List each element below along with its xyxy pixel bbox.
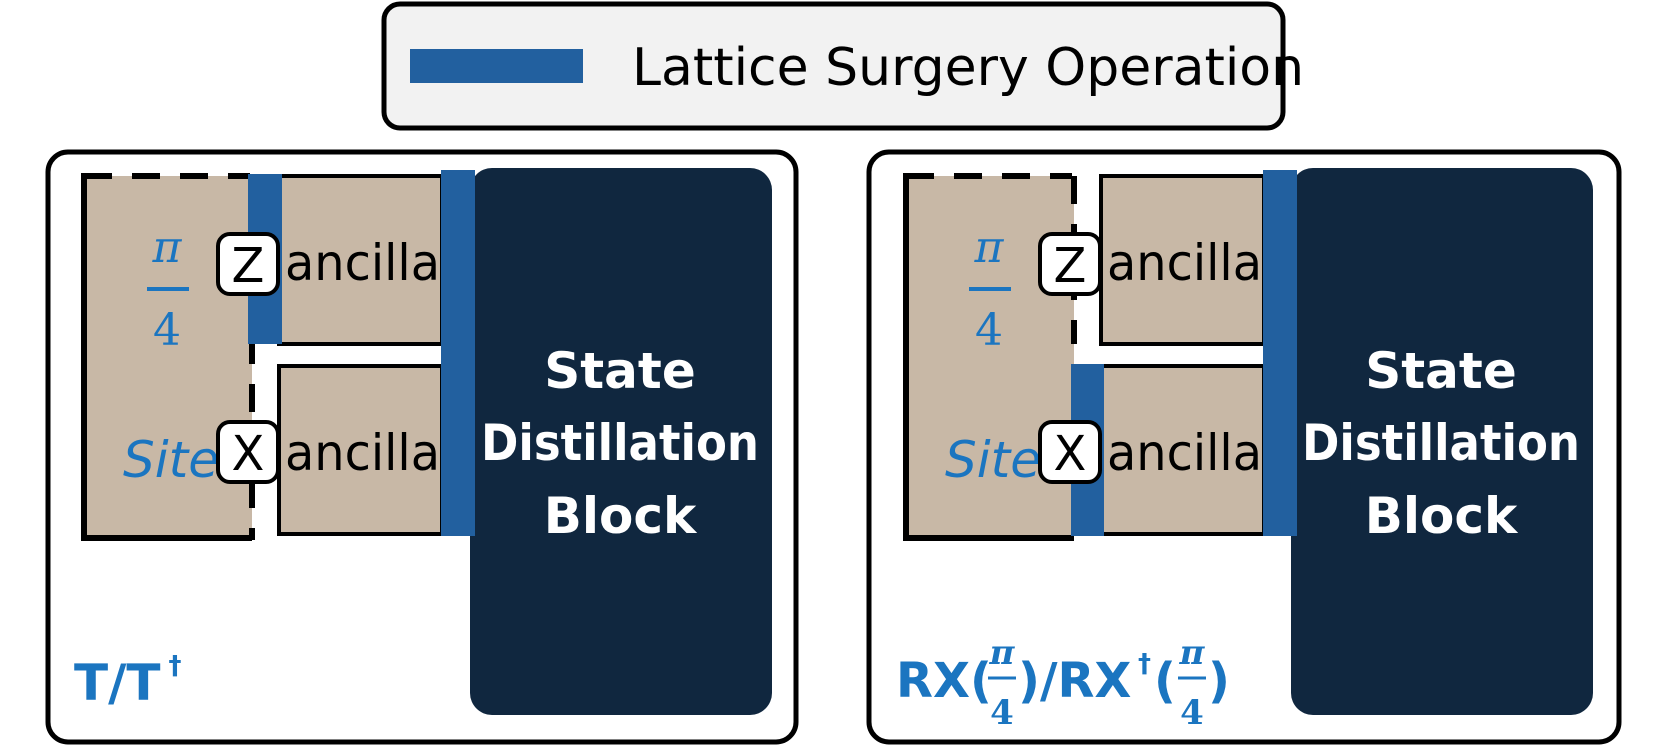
gate-dagger: † (1138, 649, 1151, 679)
x-badge-label: X (1054, 426, 1087, 482)
legend-label: Lattice Surgery Operation (632, 38, 1304, 98)
gate-frac-den-1: 4 (990, 693, 1014, 733)
ancilla-top-label: ancilla (285, 234, 440, 292)
block-line-2: Distillation (481, 414, 759, 472)
gate-frac-den-2: 4 (1180, 693, 1204, 733)
z-badge (216, 232, 280, 296)
state-distillation-block (470, 168, 772, 715)
ancilla-top-label: ancilla (1107, 234, 1262, 292)
z-badge-label: Z (1054, 238, 1087, 294)
site-label: Site (123, 431, 219, 489)
angle-numerator: π (974, 222, 1005, 273)
legend-box (381, 1, 1286, 131)
ancilla-bottom-patch (1099, 364, 1266, 536)
lattice-op-ancilla-block (1263, 170, 1297, 536)
x-badge (216, 420, 280, 484)
block-line-3: Block (544, 487, 698, 545)
gate-mid: )/RX (1018, 653, 1131, 709)
gate-dagger: † (168, 651, 181, 681)
ancilla-bottom-label: ancilla (1107, 424, 1262, 482)
gate-name: T/T (74, 654, 160, 712)
panel-t-gate: π 4 Site ancilla ancilla State Distillat… (45, 149, 799, 745)
gate-label: T/T † (74, 651, 181, 712)
gate-close-paren: ) (1208, 653, 1230, 709)
angle-numerator: π (152, 222, 183, 273)
gate-label: RX( π 4 )/RX † ( π 4 ) (896, 633, 1230, 733)
block-line-1: State (1365, 342, 1516, 400)
x-badge-label: X (232, 426, 265, 482)
site-label: Site (945, 431, 1041, 489)
x-badge (1038, 420, 1102, 484)
state-distillation-block (1291, 168, 1593, 715)
lattice-op-ancilla-block (441, 170, 475, 536)
block-line-1: State (544, 342, 695, 400)
gate-open-paren: ( (1154, 653, 1176, 709)
panel-rx-gate: π 4 Site ancilla ancilla State Distillat… (866, 149, 1622, 745)
block-line-2: Distillation (1302, 414, 1580, 472)
z-badge (1038, 232, 1102, 296)
block-line-3: Block (1365, 487, 1519, 545)
angle-denominator: 4 (153, 305, 181, 356)
gate-frac-num-2: π (1179, 633, 1206, 673)
legend: Lattice Surgery Operation (381, 1, 1304, 131)
z-badge-label: Z (232, 238, 265, 294)
gate-prefix: RX( (896, 653, 992, 709)
ancilla-top-patch (1099, 174, 1266, 346)
ancilla-bottom-label: ancilla (285, 424, 440, 482)
angle-denominator: 4 (975, 305, 1003, 356)
legend-swatch (410, 49, 583, 83)
ancilla-bottom-patch (277, 364, 444, 536)
gate-frac-num-1: π (989, 633, 1016, 673)
